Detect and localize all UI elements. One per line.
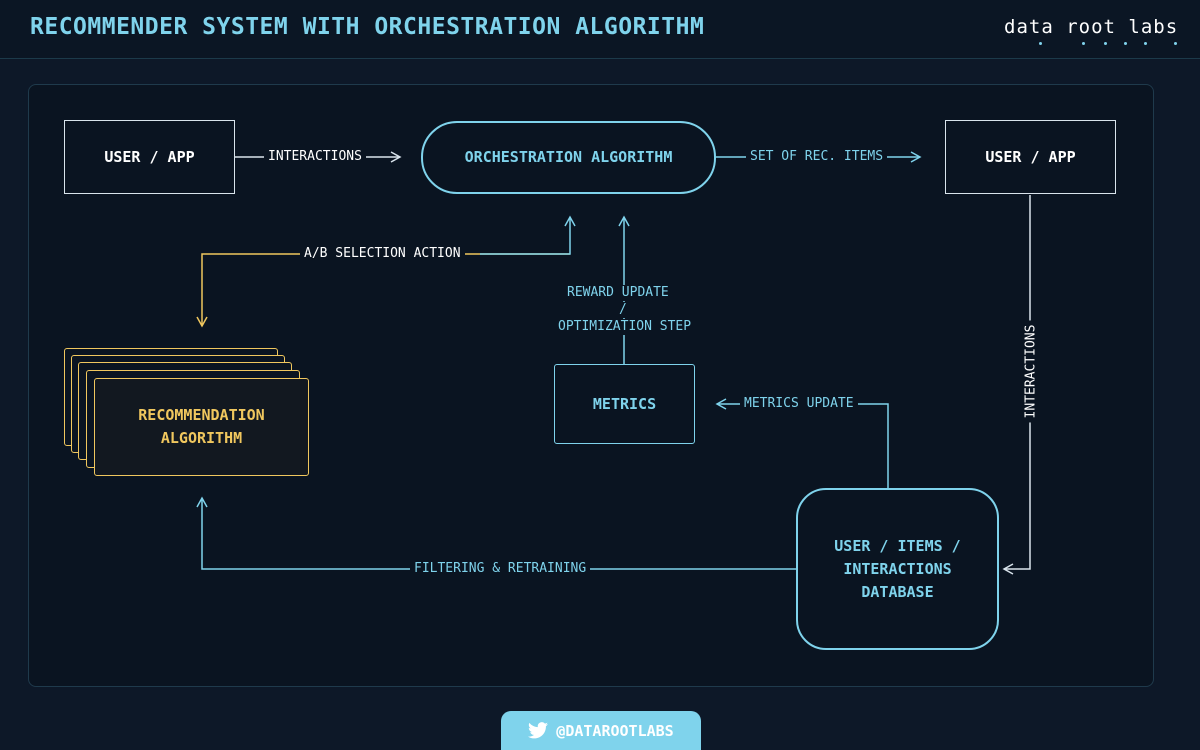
label-interactions-top: INTERACTIONS — [264, 149, 366, 165]
node-recommendation-algorithm: RECOMMENDATION ALGORITHM — [94, 378, 309, 476]
node-metrics: METRICS — [554, 364, 695, 444]
twitter-handle-text: @DATAROOTLABS — [556, 721, 674, 740]
edge-ab-selection-source — [480, 215, 576, 255]
label-metrics-update: METRICS UPDATE — [740, 396, 858, 412]
edge-filtering — [196, 496, 796, 570]
header-bar: RECOMMENDER SYSTEM WITH ORCHESTRATION AL… — [0, 0, 1200, 59]
edge-ab-selection — [196, 253, 570, 328]
brand-logo-text: data root labs — [1004, 16, 1179, 38]
label-optimization-step: OPTIMIZATION STEP — [554, 319, 696, 335]
node-database: USER / ITEMS / INTERACTIONS DATABASE — [796, 488, 999, 650]
edge-metrics-update — [715, 398, 889, 488]
node-user-app-right: USER / APP — [945, 120, 1116, 194]
label-interactions-right: INTERACTIONS — [1023, 320, 1039, 423]
logo-dots-decoration — [1004, 42, 1194, 50]
node-orchestration-algorithm: ORCHESTRATION ALGORITHM — [421, 121, 716, 194]
label-filtering-retraining: FILTERING & RETRAINING — [410, 561, 591, 577]
label-reward-update: REWARD UPDATE — [563, 285, 673, 301]
brand-logo: data root labs — [1004, 16, 1179, 45]
twitter-handle-tab[interactable]: @DATAROOTLABS — [501, 711, 701, 750]
node-user-app-left: USER / APP — [64, 120, 235, 194]
edge-interactions-right — [1002, 195, 1031, 575]
label-reward-separator: / — [615, 302, 631, 318]
page-title: RECOMMENDER SYSTEM WITH ORCHESTRATION AL… — [30, 14, 705, 40]
twitter-bird-icon — [528, 722, 549, 739]
label-set-of-rec-items: SET OF REC. ITEMS — [746, 149, 888, 165]
label-ab-selection: A/B SELECTION ACTION — [300, 246, 465, 262]
